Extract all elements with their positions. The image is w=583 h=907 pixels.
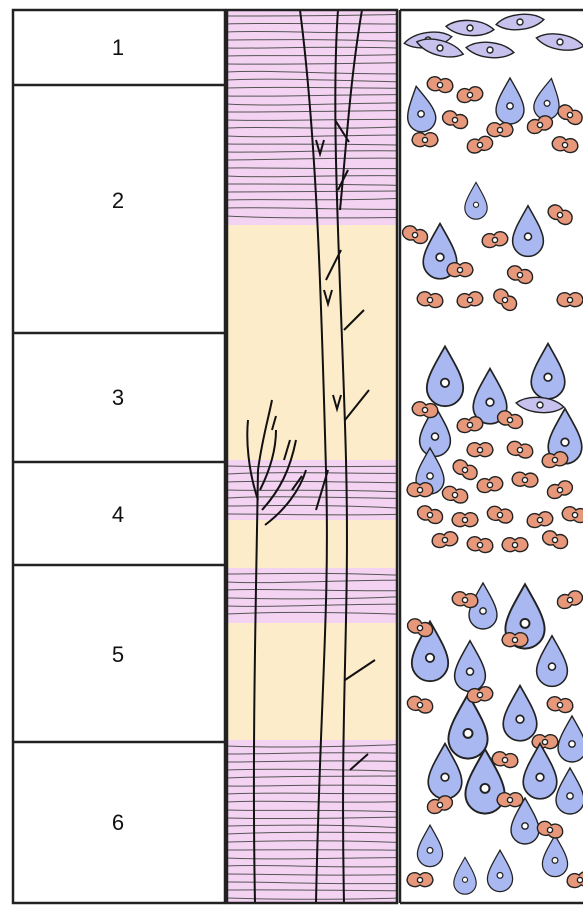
granule-cell [532, 735, 558, 749]
granule-cell [447, 263, 473, 277]
cell-column [400, 10, 583, 903]
granule-cell [487, 123, 513, 137]
granule-cell [407, 873, 433, 887]
layer-1-label: 1 [112, 35, 124, 60]
granule-cell [557, 293, 583, 307]
layer-3-label: 3 [112, 385, 124, 410]
granule-cell [467, 443, 493, 457]
layer-2-label: 2 [112, 188, 124, 213]
layer-label-column: 1 2 3 4 5 6 [13, 10, 225, 903]
granule-cell [452, 513, 478, 527]
layer-5-label: 5 [112, 642, 124, 667]
layer-4-label: 4 [112, 502, 124, 527]
fiber-line [227, 23, 397, 24]
layer-6-label: 6 [112, 810, 124, 835]
granule-cell [502, 538, 528, 552]
fiber-column [227, 10, 397, 903]
granule-cell [502, 633, 528, 647]
granule-cell [412, 133, 438, 147]
granule-cell [497, 793, 523, 807]
granule-cell [511, 472, 538, 488]
granule-cell [407, 483, 433, 497]
